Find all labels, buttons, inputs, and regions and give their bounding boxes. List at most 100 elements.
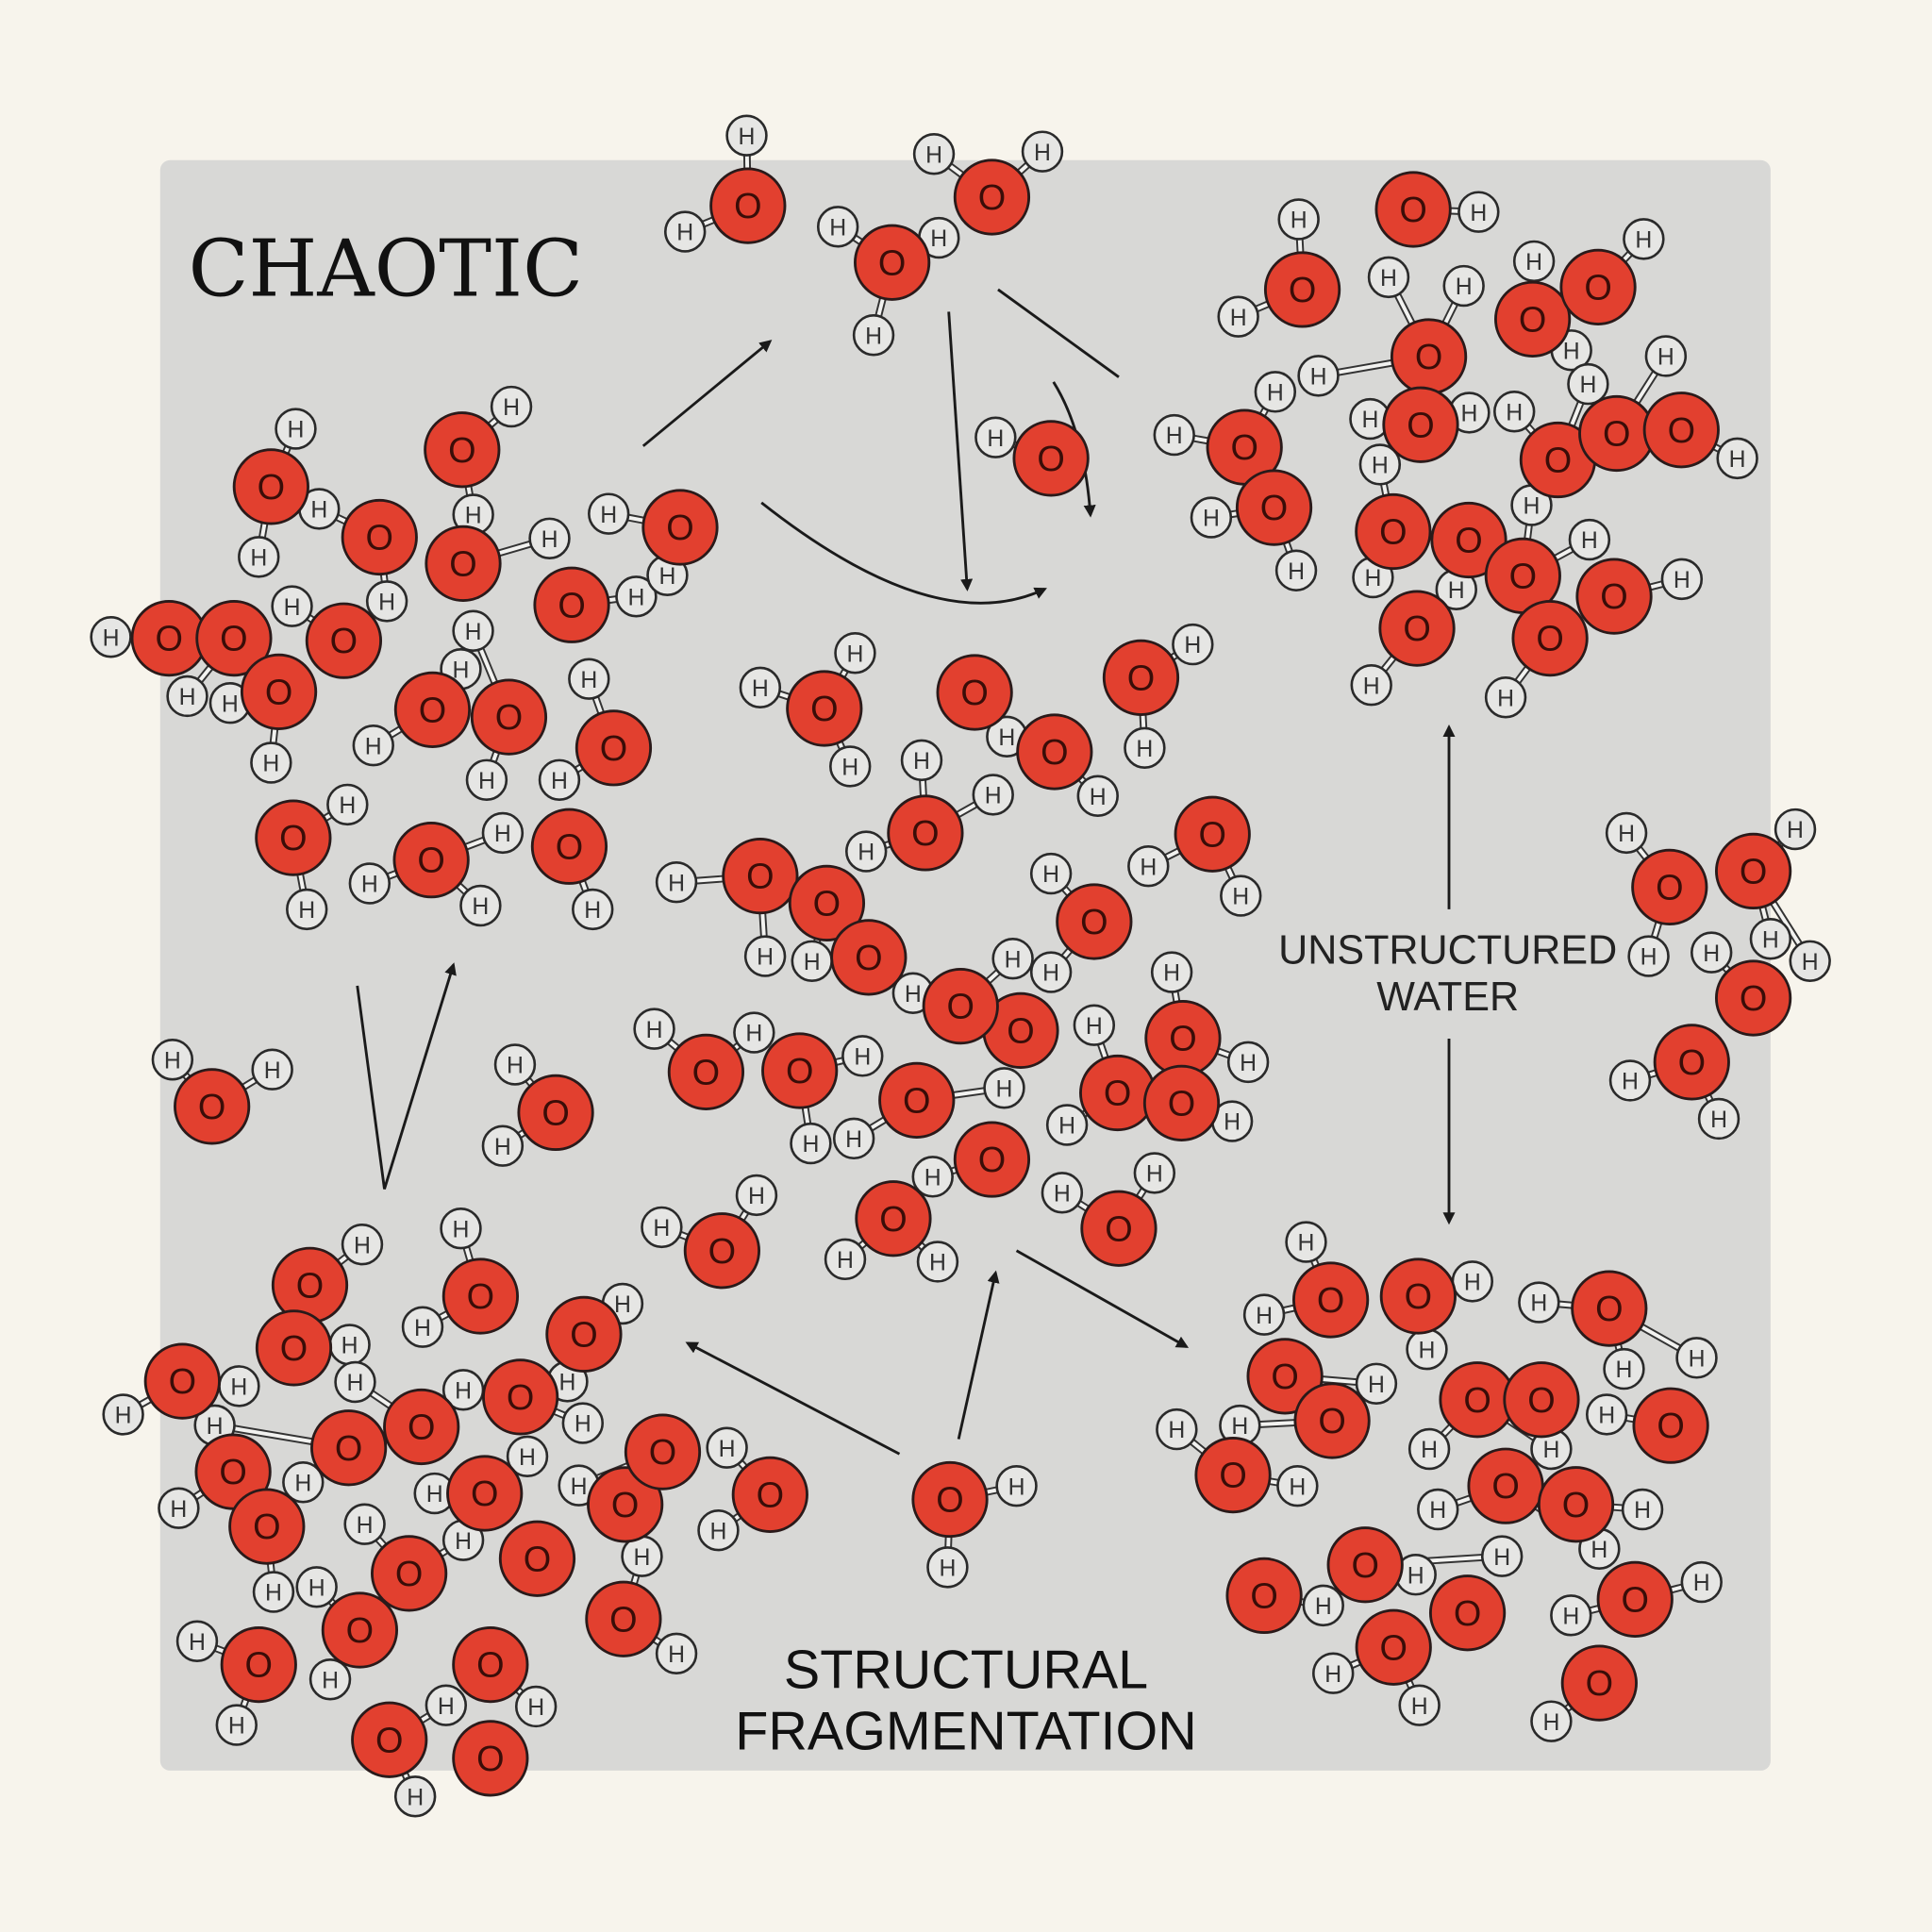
hydrogen-atom — [916, 1241, 959, 1283]
hydrogen-atom — [528, 517, 571, 559]
oxygen-atom — [1714, 959, 1792, 1037]
oxygen-label: O — [366, 519, 393, 558]
hydrogen-label: H — [1184, 633, 1201, 658]
oxygen-label: O — [1740, 979, 1767, 1019]
hydrogen-label: H — [438, 1694, 455, 1720]
oxygen-label: O — [708, 1232, 736, 1272]
hydrogen-atom — [1680, 1560, 1723, 1604]
oxygen-label: O — [879, 1200, 907, 1240]
hydrogen-label: H — [407, 1785, 424, 1810]
oxygen-label: O — [1584, 268, 1611, 308]
oxygen-label: O — [1007, 1011, 1034, 1051]
oxygen-atom — [351, 1701, 428, 1778]
hydrogen-atom — [393, 1775, 437, 1818]
hydrogen-label: H — [179, 685, 196, 710]
hydrogen-atom — [1127, 845, 1170, 888]
hydrogen-label: H — [757, 945, 774, 971]
oxygen-label: O — [757, 1475, 784, 1515]
hydrogen-label: H — [837, 1248, 854, 1274]
hydrogen-atom — [308, 1658, 352, 1701]
hydrogen-label: H — [854, 1044, 871, 1070]
hydrogen-atom — [1073, 1004, 1116, 1046]
hydrogen-atom — [459, 884, 502, 927]
hydrogen-label: H — [494, 1135, 511, 1160]
hydrogen-atom — [238, 536, 280, 578]
oxygen-label: O — [524, 1540, 551, 1579]
oxygen-label: O — [280, 1329, 308, 1369]
oxygen-label: O — [1562, 1486, 1590, 1525]
oxygen-label: O — [947, 988, 974, 1027]
oxygen-label: O — [1271, 1357, 1298, 1397]
hydrogen-label: H — [1203, 507, 1220, 532]
hydrogen-label: H — [465, 620, 482, 645]
hydrogen-label: H — [426, 1482, 443, 1507]
oxygen-atom — [240, 653, 318, 730]
hydrogen-atom — [1749, 918, 1792, 960]
oxygen-label: O — [1491, 1467, 1519, 1507]
hydrogen-label: H — [710, 1519, 727, 1544]
oxygen-label: O — [813, 884, 841, 924]
oxygen-label: O — [1527, 1381, 1555, 1421]
hydrogen-label: H — [1506, 400, 1523, 425]
hydrogen-atom — [1277, 198, 1320, 241]
label-fragmentation-1: STRUCTURAL — [784, 1640, 1148, 1700]
hydrogen-label: H — [1380, 266, 1397, 291]
oxygen-label: O — [855, 939, 882, 978]
hydrogen-label: H — [1361, 408, 1378, 433]
oxygen-label: O — [600, 729, 627, 769]
hydrogen-label: H — [1635, 228, 1652, 254]
hydrogen-label: H — [455, 1529, 472, 1555]
hydrogen-atom — [633, 1008, 675, 1050]
oxygen-label: O — [1415, 338, 1442, 377]
oxygen-atom — [310, 1409, 388, 1487]
hydrogen-atom — [1585, 1393, 1628, 1436]
hydrogen-label: H — [1267, 380, 1284, 406]
oxygen-label: O — [507, 1378, 534, 1418]
hydrogen-label: H — [1240, 1051, 1257, 1076]
oxygen-label: O — [1351, 1546, 1378, 1586]
hydrogen-label: H — [858, 841, 874, 866]
oxygen-label: O — [1250, 1576, 1277, 1616]
hydrogen-label: H — [551, 769, 568, 794]
oxygen-label: O — [1168, 1084, 1195, 1124]
hydrogen-atom — [514, 1685, 558, 1728]
oxygen-label: O — [1219, 1457, 1246, 1496]
oxygen-label: O — [1455, 522, 1482, 561]
oxygen-atom — [545, 1295, 623, 1373]
hydrogen-label: H — [998, 725, 1015, 751]
hydrogen-label: H — [115, 1404, 132, 1429]
hydrogen-atom — [1644, 335, 1688, 377]
hydrogen-label: H — [985, 784, 1002, 809]
hydrogen-label: H — [1421, 1438, 1438, 1463]
hydrogen-label: H — [676, 221, 693, 246]
oxygen-atom — [1631, 848, 1708, 926]
oxygen-label: O — [335, 1429, 362, 1469]
hydrogen-label: H — [1364, 566, 1381, 591]
hydrogen-label: H — [1419, 1338, 1436, 1363]
oxygen-label: O — [1544, 441, 1572, 481]
oxygen-atom — [1430, 501, 1507, 579]
hydrogen-atom — [1242, 1293, 1286, 1336]
arrows — [356, 288, 1456, 1456]
oxygen-atom — [392, 822, 470, 899]
hydrogen-atom — [641, 1206, 683, 1249]
hydrogen-label: H — [1787, 818, 1804, 843]
hydrogen-label: H — [668, 871, 685, 896]
oxygen-atom — [232, 448, 309, 525]
oxygen-atom — [1575, 558, 1653, 635]
hydrogen-label: H — [905, 982, 922, 1008]
hydrogen-label: H — [1641, 945, 1657, 971]
hydrogen-label: H — [478, 769, 495, 794]
hydrogen-label: H — [357, 1513, 374, 1539]
oxygen-label: O — [1127, 658, 1155, 698]
oxygen-label: O — [978, 178, 1006, 218]
hydrogen-label: H — [1429, 1498, 1446, 1524]
hydrogen-atom — [706, 1426, 748, 1469]
hydrogen-label: H — [1291, 208, 1307, 234]
oxygen-label: O — [1403, 609, 1430, 649]
hydrogen-atom — [1480, 1535, 1524, 1577]
oxygen-atom — [1355, 492, 1432, 571]
hydrogen-label: H — [1372, 454, 1389, 479]
hydrogen-atom — [1302, 1584, 1344, 1627]
hydrogen-atom — [1217, 295, 1259, 338]
